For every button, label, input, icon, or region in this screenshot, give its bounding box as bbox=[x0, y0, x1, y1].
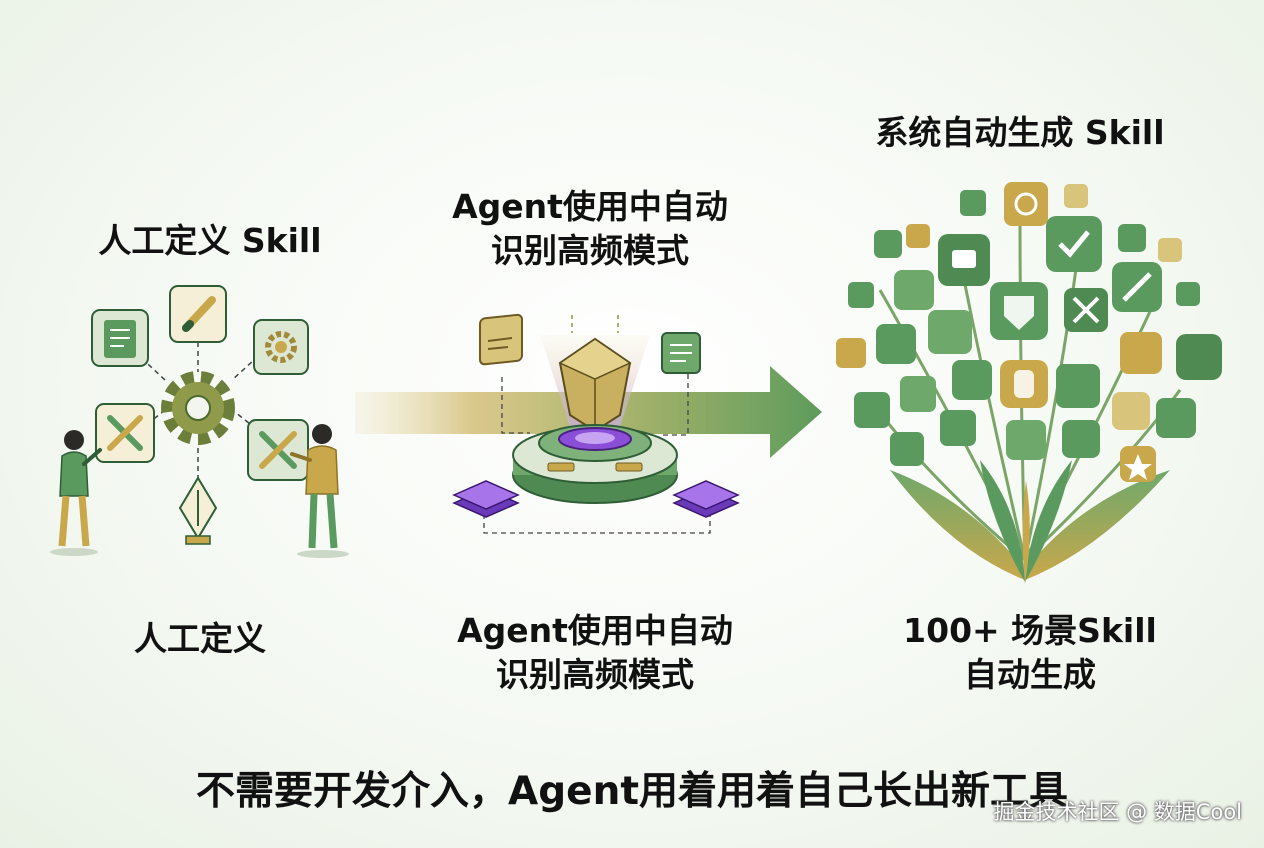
tile-icon bbox=[1158, 238, 1182, 262]
middle-title-line1: Agent使用中自动 bbox=[452, 187, 728, 226]
tile-icon bbox=[1062, 420, 1100, 458]
right-caption-line2: 自动生成 bbox=[964, 655, 1096, 694]
pattern-detection-illustration bbox=[452, 313, 740, 534]
manual-definition-illustration bbox=[50, 285, 349, 558]
tile-icon bbox=[906, 224, 930, 248]
skill-growth-illustration bbox=[836, 182, 1222, 584]
tile-icon bbox=[1176, 282, 1200, 306]
tile-icon bbox=[1006, 420, 1046, 460]
tile-icon bbox=[1056, 364, 1100, 408]
left-caption: 人工定义 bbox=[134, 619, 266, 658]
tile-icon bbox=[900, 376, 936, 412]
code-card-icon bbox=[479, 313, 523, 366]
tile-icon bbox=[928, 310, 972, 354]
chip-right-icon bbox=[672, 480, 740, 518]
tile-icon bbox=[1156, 398, 1196, 438]
tile-icon bbox=[1120, 332, 1162, 374]
right-caption-line1: 100+ 场景Skill bbox=[903, 611, 1157, 650]
middle-caption-line2: 识别高频模式 bbox=[496, 655, 694, 694]
footer-tagline: 不需要开发介入，Agent用着用着自己长出新工具 bbox=[196, 769, 1068, 814]
pencil-icon bbox=[169, 285, 227, 343]
tile-icon bbox=[1176, 334, 1222, 380]
gear-icon bbox=[161, 371, 235, 445]
tile-icon bbox=[952, 360, 992, 400]
tile-icon bbox=[848, 282, 874, 308]
chip-left-icon bbox=[452, 480, 520, 518]
tile-icon bbox=[876, 324, 916, 364]
tile-icon bbox=[874, 230, 902, 258]
tile-icon bbox=[1046, 216, 1102, 272]
tile-icon bbox=[1064, 184, 1088, 208]
person-right-icon bbox=[290, 424, 349, 558]
pen-nib-icon bbox=[178, 476, 218, 545]
tools-icon bbox=[95, 403, 155, 463]
tile-icon bbox=[854, 392, 890, 428]
tile-icon bbox=[960, 190, 986, 216]
settings-icon bbox=[253, 319, 309, 375]
tile-icon bbox=[1112, 392, 1150, 430]
watermark: 掘金技术社区 @ 数据Cool bbox=[993, 800, 1242, 824]
data-card-icon bbox=[661, 332, 701, 374]
skill-tiles bbox=[836, 182, 1222, 482]
person-left-icon bbox=[50, 430, 102, 556]
middle-title-line2: 识别高频模式 bbox=[491, 231, 689, 270]
left-title: 人工定义 Skill bbox=[98, 221, 322, 260]
wrench-icon bbox=[247, 419, 309, 481]
tile-icon bbox=[836, 338, 866, 368]
tile-icon bbox=[1004, 182, 1048, 226]
leaves-icon bbox=[890, 460, 1170, 584]
crystal-icon bbox=[558, 337, 632, 433]
platform-icon bbox=[512, 424, 678, 504]
document-icon bbox=[91, 309, 149, 367]
tile-icon bbox=[894, 270, 934, 310]
right-title: 系统自动生成 Skill bbox=[875, 113, 1165, 152]
tile-icon bbox=[890, 432, 924, 466]
tile-icon bbox=[1118, 224, 1146, 252]
tile-icon bbox=[940, 410, 976, 446]
middle-caption-line1: Agent使用中自动 bbox=[457, 611, 733, 650]
